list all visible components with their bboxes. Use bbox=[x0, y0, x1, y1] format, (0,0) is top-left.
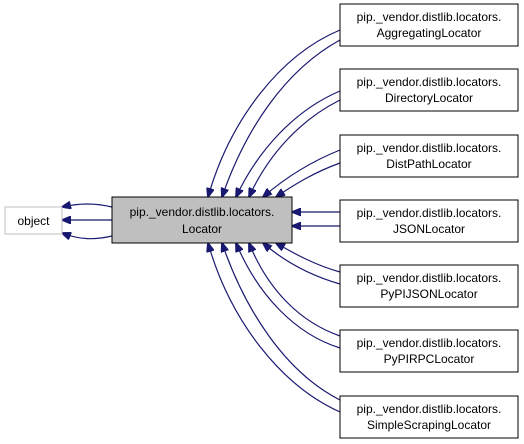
node-pypijson-label-line1: pip._vendor.distlib.locators. bbox=[357, 271, 502, 285]
node-object[interactable]: object bbox=[4, 206, 63, 235]
node-aggregating-label-line1: pip._vendor.distlib.locators. bbox=[357, 10, 502, 24]
edge-pypirpc-to-locator-2 bbox=[236, 243, 341, 349]
node-pypijson-box bbox=[339, 264, 519, 308]
node-directory-box bbox=[339, 68, 519, 112]
node-locator-box bbox=[111, 196, 293, 244]
node-locator-label-line2: Locator bbox=[182, 222, 222, 236]
node-aggregating-box bbox=[339, 3, 519, 47]
node-object-label: object bbox=[17, 214, 50, 228]
node-directory-locator[interactable]: pip._vendor.distlib.locators. DirectoryL… bbox=[339, 68, 519, 112]
node-json-label-line2: JSONLocator bbox=[393, 222, 465, 236]
edge-locator-to-object-1 bbox=[62, 204, 113, 207]
edge-aggregating-to-locator-1 bbox=[208, 29, 341, 197]
node-json-label-line1: pip._vendor.distlib.locators. bbox=[357, 206, 502, 220]
node-pypirpc-box bbox=[339, 329, 519, 373]
edges-subclasses-locator bbox=[208, 29, 341, 413]
node-directory-label-line2: DirectoryLocator bbox=[385, 91, 473, 105]
node-aggregating-locator[interactable]: pip._vendor.distlib.locators. Aggregatin… bbox=[339, 3, 519, 47]
node-locator-label-line1: pip._vendor.distlib.locators. bbox=[130, 205, 275, 219]
node-pypirpc-label-line2: PyPIRPCLocator bbox=[384, 352, 475, 366]
edge-pypirpc-to-locator-1 bbox=[249, 243, 341, 337]
edge-directory-to-locator-2 bbox=[249, 99, 341, 197]
node-simplescraping-box bbox=[339, 395, 519, 439]
node-simplescraping-locator[interactable]: pip._vendor.distlib.locators. SimpleScra… bbox=[339, 395, 519, 439]
node-aggregating-label-line2: AggregatingLocator bbox=[377, 26, 482, 40]
node-pypijson-label-line2: PyPIJSONLocator bbox=[380, 287, 477, 301]
edge-simplescraping-to-locator-2 bbox=[208, 243, 341, 413]
node-json-box bbox=[339, 199, 519, 243]
edge-pypijson-to-locator-1 bbox=[276, 243, 341, 273]
edges-object-locator bbox=[62, 204, 113, 239]
edge-pypijson-to-locator-2 bbox=[263, 243, 341, 285]
edge-distpath-to-locator-2 bbox=[276, 162, 341, 197]
node-distpath-label-line2: DistPathLocator bbox=[386, 157, 471, 171]
node-simplescraping-label-line2: SimpleScrapingLocator bbox=[367, 418, 491, 432]
node-simplescraping-label-line1: pip._vendor.distlib.locators. bbox=[357, 402, 502, 416]
node-pypirpc-label-line1: pip._vendor.distlib.locators. bbox=[357, 336, 502, 350]
node-directory-label-line1: pip._vendor.distlib.locators. bbox=[357, 75, 502, 89]
edge-distpath-to-locator-1 bbox=[263, 149, 341, 197]
edge-aggregating-to-locator-2 bbox=[222, 39, 341, 197]
node-json-locator[interactable]: pip._vendor.distlib.locators. JSONLocato… bbox=[339, 199, 519, 243]
edge-simplescraping-to-locator-1 bbox=[222, 243, 341, 401]
node-distpath-locator[interactable]: pip._vendor.distlib.locators. DistPathLo… bbox=[339, 134, 519, 178]
node-locator[interactable]: pip._vendor.distlib.locators. Locator bbox=[111, 196, 293, 244]
edge-directory-to-locator-1 bbox=[236, 90, 341, 197]
node-distpath-label-line1: pip._vendor.distlib.locators. bbox=[357, 141, 502, 155]
node-distpath-box bbox=[339, 134, 519, 178]
node-pypijson-locator[interactable]: pip._vendor.distlib.locators. PyPIJSONLo… bbox=[339, 264, 519, 308]
node-pypirpc-locator[interactable]: pip._vendor.distlib.locators. PyPIRPCLoc… bbox=[339, 329, 519, 373]
node-object-box bbox=[4, 206, 63, 235]
edge-locator-to-object-3 bbox=[62, 233, 113, 239]
